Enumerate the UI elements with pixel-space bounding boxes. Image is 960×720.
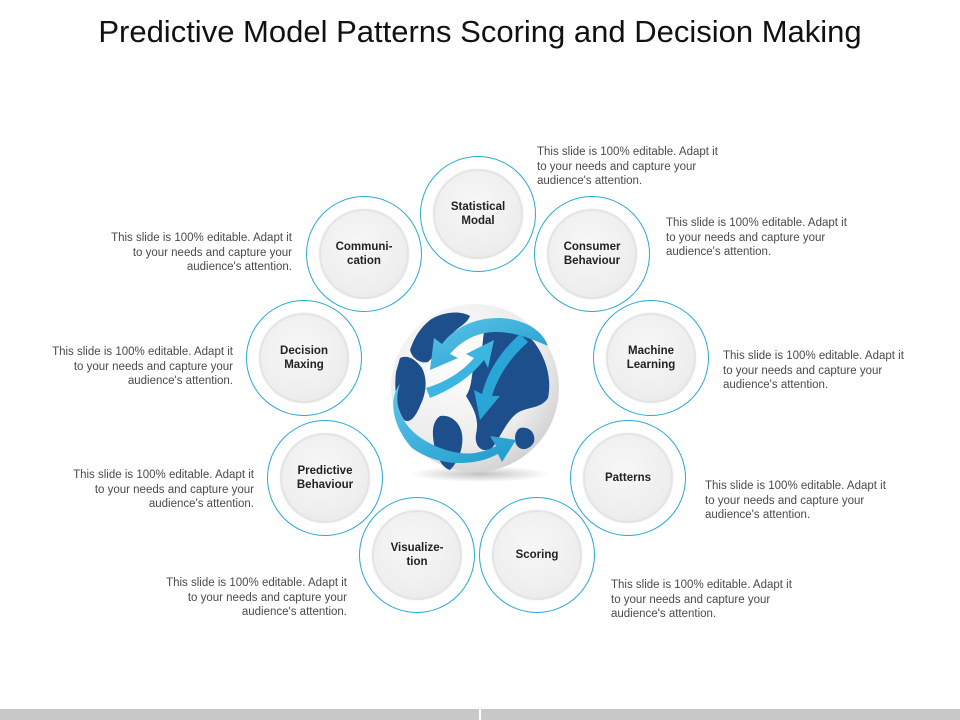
node-inner: Statistical Modal [433, 169, 523, 259]
node-inner: Consumer Behaviour [547, 209, 637, 299]
node-label: Statistical Modal [450, 201, 506, 227]
node-inner: Communi- cation [319, 209, 409, 299]
node-consumer-behaviour[interactable]: Consumer Behaviour [534, 196, 650, 312]
description-visualizetion: This slide is 100% editable. Adapt it to… [166, 577, 347, 618]
node-label: Communi- cation [335, 241, 393, 267]
node-communication[interactable]: Communi- cation [306, 196, 422, 312]
description-communication: This slide is 100% editable. Adapt it to… [111, 232, 292, 273]
node-label: Decision Maxing [280, 345, 328, 371]
node-predictive-behaviour[interactable]: Predictive Behaviour [267, 420, 383, 536]
node-label: Predictive Behaviour [296, 465, 354, 491]
node-inner: Machine Learning [606, 313, 696, 403]
description-machine-learning: This slide is 100% editable. Adapt it to… [723, 350, 904, 391]
node-inner: Visualize- tion [372, 510, 462, 600]
description-consumer-behaviour: This slide is 100% editable. Adapt it to… [666, 217, 847, 258]
node-inner: Predictive Behaviour [280, 433, 370, 523]
node-decision-maxing[interactable]: Decision Maxing [246, 300, 362, 416]
node-label: Patterns [604, 472, 652, 484]
node-scoring[interactable]: Scoring [479, 497, 595, 613]
node-label: Machine Learning [626, 345, 676, 371]
description-statistical-modal: This slide is 100% editable. Adapt it to… [537, 146, 718, 187]
node-label: Scoring [515, 549, 559, 561]
slide-title: Predictive Model Patterns Scoring and De… [98, 14, 862, 49]
node-label: Consumer Behaviour [563, 241, 621, 267]
node-inner: Decision Maxing [259, 313, 349, 403]
description-predictive-behaviour: This slide is 100% editable. Adapt it to… [73, 469, 254, 510]
footer-divider [479, 709, 481, 720]
node-inner: Scoring [492, 510, 582, 600]
node-label: Visualize- tion [390, 542, 444, 568]
description-patterns: This slide is 100% editable. Adapt it to… [705, 480, 886, 521]
description-scoring: This slide is 100% editable. Adapt it to… [611, 579, 792, 620]
node-visualizetion[interactable]: Visualize- tion [359, 497, 475, 613]
node-inner: Patterns [583, 433, 673, 523]
globe-arrows-icon [391, 304, 559, 482]
node-machine-learning[interactable]: Machine Learning [593, 300, 709, 416]
node-patterns[interactable]: Patterns [570, 420, 686, 536]
node-statistical-modal[interactable]: Statistical Modal [420, 156, 536, 272]
description-decision-maxing: This slide is 100% editable. Adapt it to… [52, 346, 233, 387]
